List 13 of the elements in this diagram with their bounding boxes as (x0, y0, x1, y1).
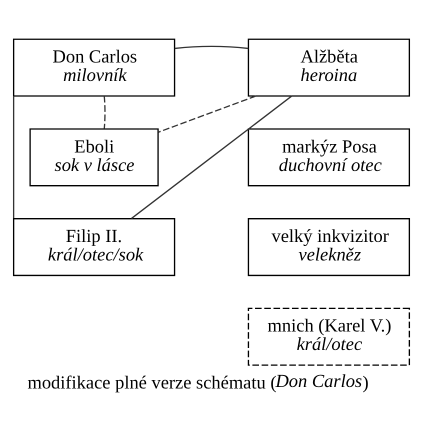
connector (131, 95, 292, 218)
connector (174, 45, 248, 49)
node-box: mnich (Karel V.) král/otec (248, 307, 410, 366)
node-box: markýz Posa duchovní otec (248, 128, 410, 186)
caption: modifikace plné verze schématu (Don Carlos) (27, 370, 369, 392)
node-box: velký inkvizitor velekněz (248, 218, 410, 276)
node-box: Alžběta heroina (248, 38, 410, 96)
connector (158, 94, 256, 132)
node-box: Don Carlos milovník (12, 38, 176, 96)
connector (12, 96, 14, 218)
node-box: Filip II. král/otec/sok (12, 218, 176, 276)
connector (104, 95, 106, 128)
node-box: Eboli sok v lásce (29, 128, 159, 186)
